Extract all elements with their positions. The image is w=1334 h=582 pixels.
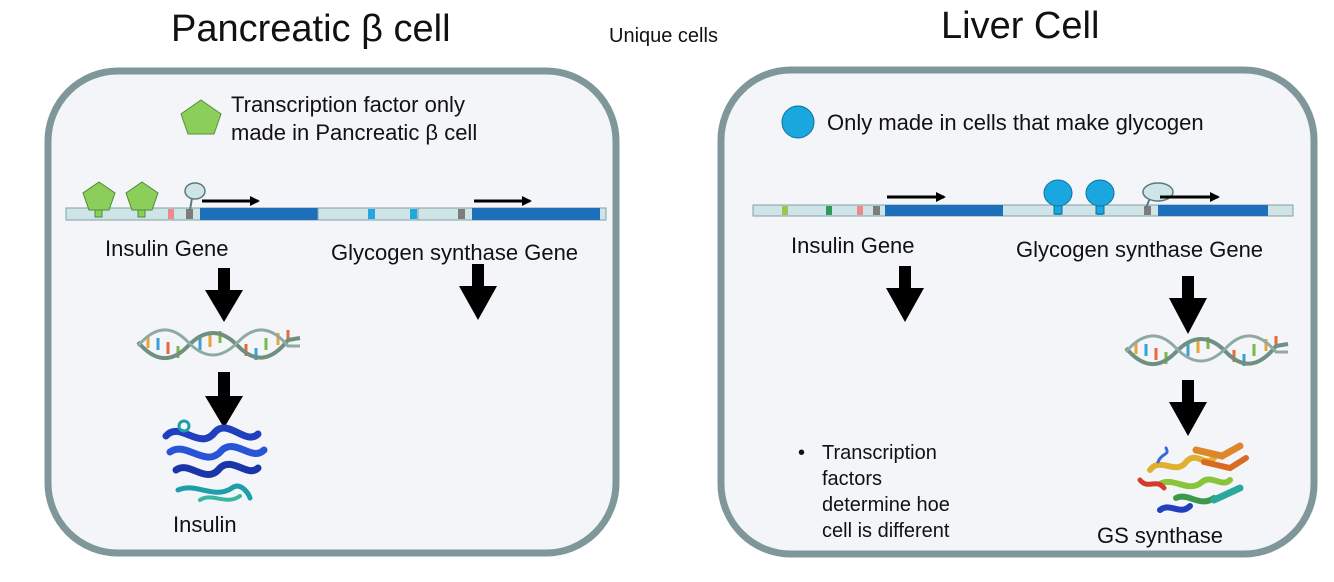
liver-gs-down-arrow-2 <box>1169 380 1207 436</box>
pancreatic-legend-line1: Transcription factor only <box>231 92 465 117</box>
insulin-protein-structure-icon <box>162 419 268 502</box>
gs-protein-structure-icon <box>1137 442 1249 513</box>
pancreatic-insulin-down-arrow-2 <box>205 372 243 428</box>
pancreatic-insulin-down-arrow-1 <box>205 268 243 322</box>
pancreatic-cell-title: Pancreatic β cell <box>171 8 451 50</box>
note-bullet: • <box>798 442 806 464</box>
blue-circle-icon <box>781 105 815 139</box>
pancreatic-gs-down-arrow <box>459 264 497 320</box>
pancreatic-mrna-icon <box>136 328 301 361</box>
gs-product-label: GS synthase <box>1097 523 1223 548</box>
liver-tf-bound-1 <box>1043 179 1073 215</box>
liver-gs-gene-label: Glycogen synthase Gene <box>1016 237 1264 262</box>
insulin-gene-body <box>200 208 318 220</box>
pancreatic-tf-bound-2 <box>125 181 159 218</box>
liver-gs-gene-body <box>1158 205 1268 216</box>
liver-gs-down-arrow-1 <box>1169 276 1207 334</box>
pancreatic-dna-strand <box>65 207 607 221</box>
green-pentagon-icon <box>180 99 222 135</box>
pancreatic-gs-gene-label: Glycogen synthase Gene <box>331 240 579 265</box>
gs-gene-body <box>472 208 600 220</box>
liver-mrna-icon <box>1124 334 1289 367</box>
unique-cells-label: Unique cells <box>609 25 718 47</box>
pancreatic-insulin-gene-label: Insulin Gene <box>105 236 229 261</box>
liver-legend-label: Only made in cells that make glycogen <box>827 110 1204 135</box>
liver-insulin-gene-label: Insulin Gene <box>791 233 915 258</box>
liver-tf-bound-2 <box>1085 179 1115 215</box>
note-text: Transcription factors determine hoe cell… <box>822 442 950 542</box>
insulin-product-label: Insulin <box>173 512 237 537</box>
liver-insulin-gene-body <box>885 205 1003 216</box>
pancreatic-polymerase <box>184 182 206 211</box>
pancreatic-tf-bound-1 <box>82 181 116 218</box>
liver-cell-title: Liver Cell <box>941 5 1100 47</box>
liver-insulin-down-arrow <box>886 266 924 322</box>
liver-dna-strand <box>752 204 1294 217</box>
pancreatic-legend-line2: made in Pancreatic β cell <box>231 120 478 145</box>
